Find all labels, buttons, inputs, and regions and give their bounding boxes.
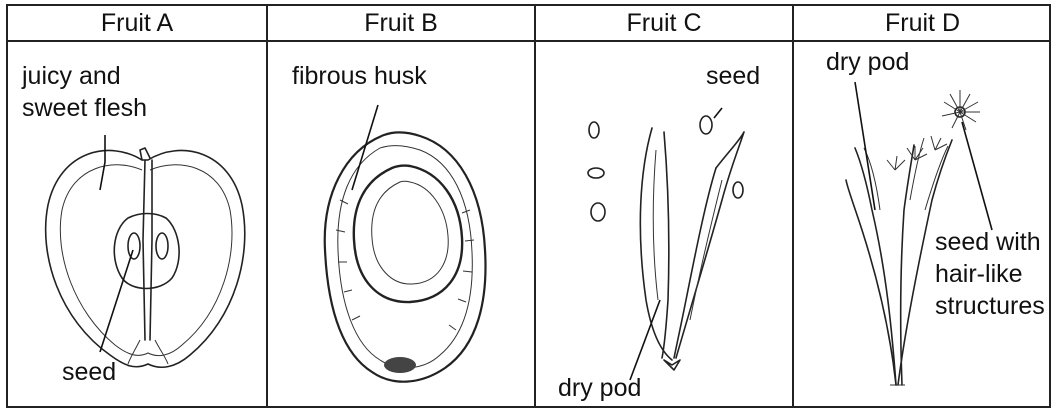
- husk-leader: [352, 105, 378, 190]
- coconut-illustration: [325, 105, 486, 382]
- label-fibrous-husk: fibrous husk: [292, 62, 427, 91]
- hairy-seed-leader: [962, 122, 992, 230]
- label-hair-like: hair-like: [935, 260, 1023, 289]
- apple-illustration: [46, 135, 245, 367]
- label-structures: structures: [935, 292, 1045, 321]
- seed-c-leader: [714, 108, 722, 118]
- label-juicy-and: juicy and: [22, 62, 121, 91]
- pod-c-illustration: [588, 108, 744, 380]
- pod-d-leader: [855, 82, 875, 210]
- label-pod-d-dry-pod: dry pod: [826, 48, 909, 77]
- pod-c-leader: [630, 300, 660, 380]
- flesh-leader: [100, 135, 105, 190]
- label-sweet-flesh: sweet flesh: [22, 94, 147, 123]
- label-pod-c-dry-pod: dry pod: [558, 374, 641, 403]
- label-pod-c-seed: seed: [706, 62, 760, 91]
- label-apple-seed: seed: [62, 358, 116, 387]
- label-seed-with: seed with: [935, 228, 1041, 257]
